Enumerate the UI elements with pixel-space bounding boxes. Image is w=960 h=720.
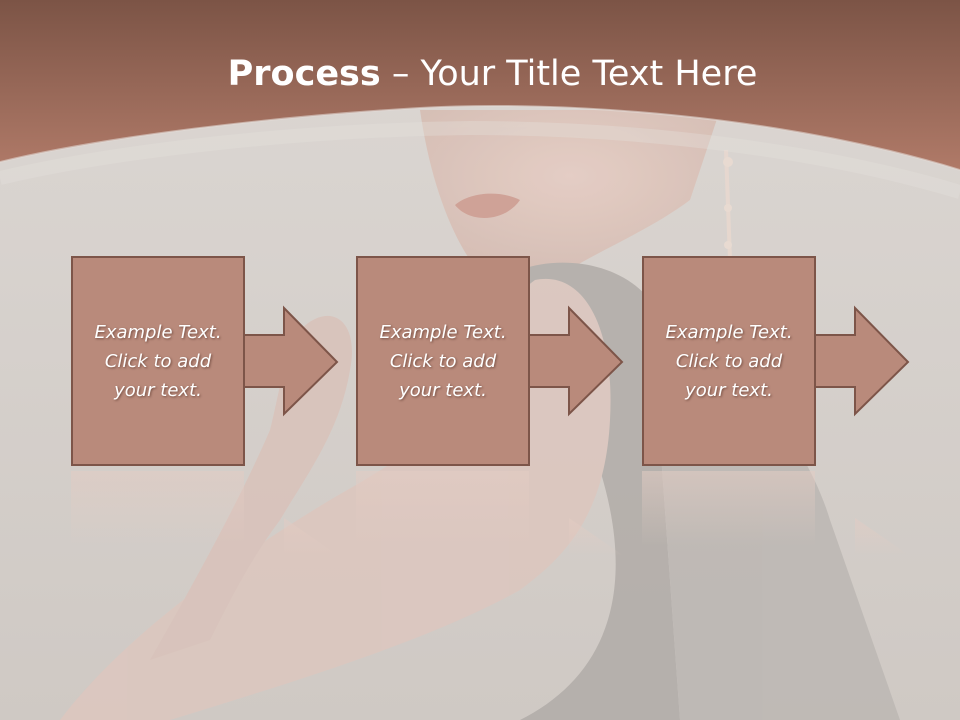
step-text[interactable]: Example Text. Click to add your text. xyxy=(94,321,222,401)
title-rest: – Your Title Text Here xyxy=(380,54,758,94)
process-step-3[interactable]: Example Text. Click to add your text. xyxy=(642,256,960,556)
header-band xyxy=(0,0,960,170)
step-arrow-shape xyxy=(71,256,339,556)
step-text[interactable]: Example Text. Click to add your text. xyxy=(379,321,507,401)
slide-title[interactable]: Process – Your Title Text Here xyxy=(0,52,960,96)
process-step-2[interactable]: Example Text. Click to add your text. xyxy=(356,256,702,556)
step-arrow-shape xyxy=(642,256,910,556)
step-text[interactable]: Example Text. Click to add your text. xyxy=(665,321,793,401)
step-arrow-shape xyxy=(356,256,624,556)
process-step-1[interactable]: Example Text. Click to add your text. xyxy=(71,256,417,556)
title-bold: Process xyxy=(227,54,381,94)
